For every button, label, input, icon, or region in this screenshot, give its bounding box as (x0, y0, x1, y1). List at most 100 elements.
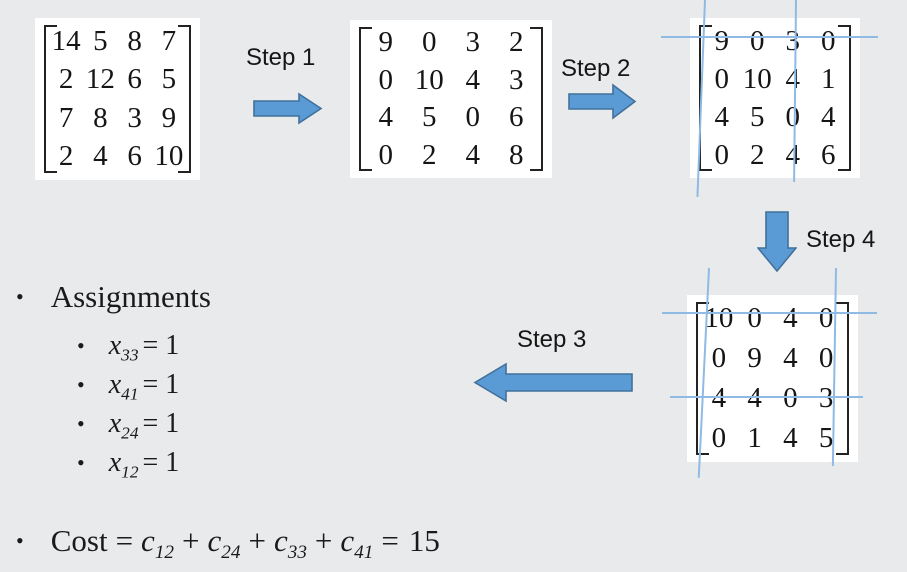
cover-line-horizontal (662, 312, 877, 314)
matrix-cell: 2 (509, 26, 524, 59)
matrix-cell: 0 (378, 63, 394, 96)
matrix-cell: 4 (785, 62, 801, 95)
bullet-icon: • (16, 284, 24, 309)
matrix-cell: 10 (154, 140, 184, 173)
matrix-cell: 10 (414, 63, 444, 96)
matrix-cell: 9 (714, 24, 730, 57)
matrix-cell: 4 (93, 140, 108, 173)
subscript: 12 (121, 462, 139, 482)
matrix-cell: 0 (747, 302, 762, 335)
matrix-cell: 2 (422, 138, 437, 171)
matrix-cell: 4 (737, 379, 773, 419)
cover-line-horizontal (661, 36, 878, 38)
plus-sign: + (182, 523, 200, 558)
matrix-cell: 12 (85, 63, 115, 96)
matrix-cell: 0 (711, 342, 727, 375)
matrix-cell: 5 (161, 63, 177, 96)
matrix-cell: 1 (821, 62, 836, 95)
subscript: 24 (121, 423, 139, 443)
assignment-item: • x24= 1 (77, 408, 180, 443)
equals-sign: = (115, 523, 134, 558)
subscript: 41 (354, 542, 374, 564)
left-bracket (359, 27, 372, 171)
matrix-cell: 4 (465, 63, 481, 96)
step4-label: Step 4 (806, 226, 876, 253)
equals-sign: = (381, 523, 399, 558)
matrix-cell: 0 (714, 138, 730, 171)
cost-label: Cost (50, 523, 108, 558)
matrix-cell: 9 (747, 342, 762, 375)
matrix-cell: 8 (127, 24, 142, 57)
right-bracket (530, 27, 543, 171)
subscript: 41 (121, 384, 139, 404)
step2-label: Step 2 (561, 55, 631, 82)
subscript: 33 (287, 542, 307, 564)
matrix-cell: 4 (465, 138, 481, 171)
matrix-cell: 4 (783, 421, 798, 454)
matrix-cell: 5 (93, 24, 108, 57)
step4-arrow-down-icon (757, 211, 797, 273)
bullet-icon: • (77, 333, 85, 358)
matrix-after-step4: 10 0 4 0 0 9 4 0 4 4 0 3 0 1 4 5 (687, 295, 858, 462)
matrix-original: 14 5 8 7 2 12 6 5 7 8 3 9 2 4 6 10 (35, 18, 200, 180)
matrix-cell: 5 (422, 101, 437, 134)
assignments-title: Assignments (50, 279, 211, 314)
matrix-cell: 3 (127, 101, 142, 134)
assignments-heading: • Assignments (16, 279, 211, 315)
step3-label: Step 3 (517, 326, 587, 353)
value: = 1 (142, 408, 180, 439)
left-bracket (44, 25, 57, 173)
matrix-cell: 0 (818, 302, 834, 335)
assignment-item: • x12= 1 (77, 447, 180, 482)
matrix-cell: 4 (783, 302, 798, 335)
matrix-cell: 7 (161, 24, 177, 57)
matrix-cell: 4 (783, 342, 798, 375)
matrix-cell: 4 (378, 101, 394, 134)
value: = 1 (142, 447, 180, 478)
matrix-cell: 6 (127, 63, 142, 96)
matrix-cell: 2 (58, 63, 74, 96)
cost-line: • Cost=c12+c24+c33+c41=15 (16, 523, 440, 562)
matrix-cell: 6 (509, 101, 524, 134)
plus-sign: + (248, 523, 266, 558)
matrix-after-step1: 9 0 3 2 0 10 4 3 4 5 0 6 0 2 4 8 (350, 20, 552, 178)
matrix-cell: 2 (58, 140, 74, 173)
matrix-cell: 5 (818, 421, 834, 454)
bullet-icon: • (16, 528, 24, 553)
matrix-cells: 14 5 8 7 2 12 6 5 7 8 3 9 2 4 6 10 (49, 22, 186, 176)
matrix-cells: 9 0 3 2 0 10 4 3 4 5 0 6 0 2 4 8 (364, 24, 538, 174)
matrix-cell: 0 (465, 101, 481, 134)
matrix-cell: 4 (701, 379, 737, 419)
matrix-cell: 8 (93, 101, 108, 134)
matrix-cell: 4 (821, 100, 836, 133)
matrix-cell: 3 (465, 26, 481, 59)
matrix-cells: 10 0 4 0 0 9 4 0 4 4 0 3 0 1 4 5 (701, 299, 844, 458)
matrix-cell: 14 (51, 24, 81, 57)
plus-sign: + (314, 523, 333, 558)
matrix-cell: 10 (704, 302, 734, 335)
matrix-cell: 0 (773, 379, 809, 419)
cost-equation: Cost=c12+c24+c33+c41=15 (50, 523, 440, 562)
subscript: 24 (221, 542, 241, 564)
subscript: 33 (121, 345, 139, 365)
value: = 1 (142, 330, 180, 361)
step2-arrow-right-icon (568, 83, 637, 120)
matrix-cell: 9 (378, 26, 394, 59)
matrix-cell: 3 (509, 63, 524, 96)
right-bracket (838, 25, 851, 171)
matrix-cell: 0 (750, 24, 765, 57)
assignment-item: • x33= 1 (77, 330, 180, 365)
matrix-cell: 0 (378, 138, 394, 171)
matrix-cell: 5 (750, 100, 765, 133)
matrix-cell: 0 (714, 62, 730, 95)
matrix-cell: 6 (127, 140, 142, 173)
variable: x (108, 447, 122, 478)
matrix-cell: 10 (742, 62, 772, 95)
cover-line-horizontal (670, 396, 863, 398)
assignment-item: • x41= 1 (77, 369, 180, 404)
value: = 1 (142, 369, 180, 400)
subscript: 12 (154, 542, 175, 564)
matrix-cell: 3 (808, 379, 844, 419)
variable: c (141, 523, 155, 558)
